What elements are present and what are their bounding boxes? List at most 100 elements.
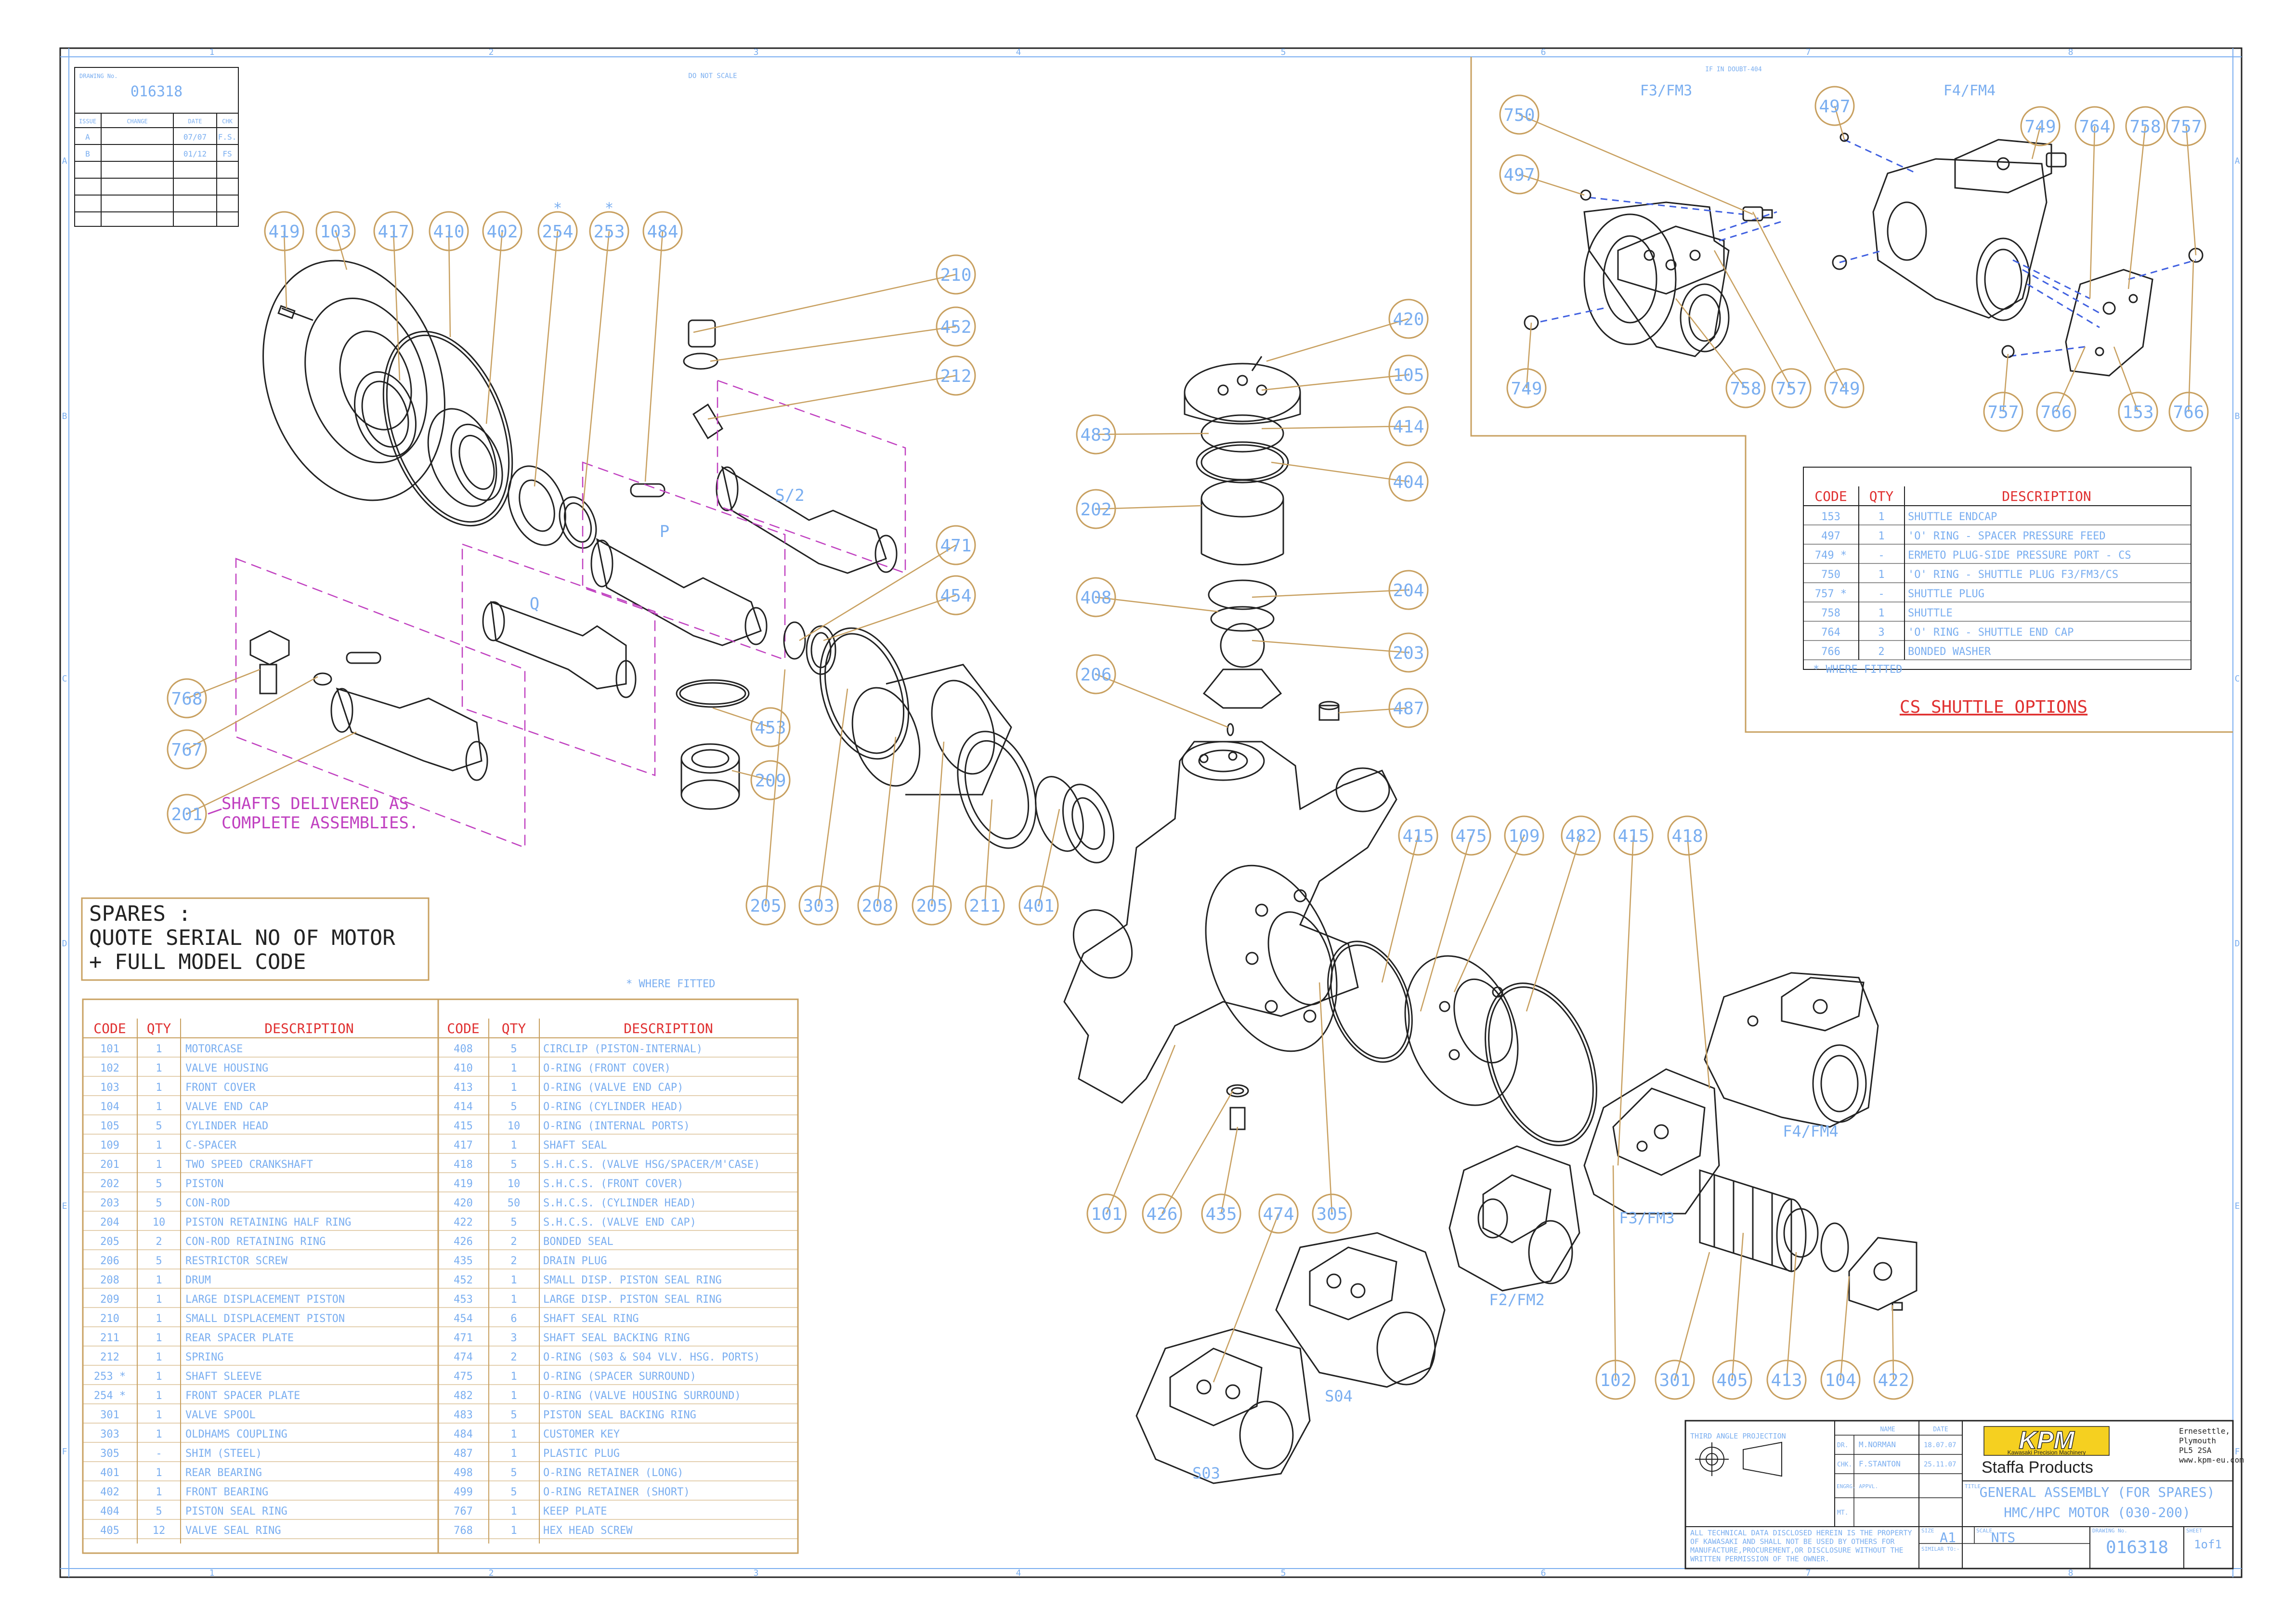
similar-label: SIMILAR TO:-: [1921, 1546, 1959, 1552]
issue-header-0: ISSUE: [79, 118, 96, 125]
balloon-leader: [1252, 640, 1409, 654]
cs-description: 'O' RING - SPACER PRESSURE FEED: [1908, 530, 2106, 542]
balloon-number-109: 109: [1508, 826, 1539, 846]
border-col-bottom-5: 5: [1281, 1568, 1286, 1578]
balloon-number-497: 497: [1819, 97, 1850, 117]
item-balloon: [936, 306, 976, 347]
checked-by: F.STANTON: [1859, 1459, 1901, 1468]
balloon-leader: [1261, 374, 1409, 391]
balloon-number-454: 454: [940, 586, 971, 606]
parts-qty: 5: [156, 1178, 162, 1190]
inset-f4-dash-leads: [1839, 139, 2196, 357]
parts-qty: 1: [156, 1332, 162, 1344]
f2-valve-housing-view: [1448, 1145, 1580, 1292]
cs-description: 'O' RING - SHUTTLE END CAP: [1908, 627, 2074, 639]
balloon-leader: [1213, 1213, 1279, 1383]
parts-qty: 1: [156, 1274, 162, 1286]
inset-f3-housing: [1583, 201, 1730, 357]
parts-code: 499: [454, 1486, 473, 1498]
item-balloon: [1499, 154, 1539, 195]
parts-qty: 1: [156, 1371, 162, 1383]
cs-qty: -: [1878, 588, 1884, 600]
balloon-number-487: 487: [1393, 699, 1424, 719]
border-col-bottom-4: 4: [1016, 1568, 1021, 1578]
cs-code: 749 *: [1815, 549, 1847, 562]
parts-description: TWO SPEED CRANKSHAFT: [185, 1159, 313, 1171]
parts-code: 404: [100, 1505, 119, 1517]
balloon-number-405: 405: [1716, 1371, 1748, 1390]
border-row-F: F: [62, 1447, 67, 1457]
parts-description: PISTON: [185, 1178, 223, 1190]
balloon-number-408: 408: [1080, 588, 1111, 608]
scale-value: NTS: [1991, 1530, 2016, 1545]
item-balloon: [1667, 815, 1708, 856]
shaft-label-p: P: [660, 522, 669, 541]
parts-description: O-RING (SPACER SURROUND): [543, 1371, 696, 1383]
parts-qty: 1: [510, 1505, 517, 1517]
item-balloon: [1142, 1193, 1182, 1234]
item-balloon: [936, 575, 976, 615]
balloon-leader: [392, 231, 401, 381]
cs-qty: 1: [1878, 569, 1884, 581]
parts-code: 405: [100, 1525, 119, 1537]
screw-419: [277, 305, 313, 321]
parts-code: 105: [100, 1120, 119, 1132]
item-balloon: [1766, 1360, 1807, 1400]
balloon-number-410: 410: [433, 222, 464, 242]
drawn-date: 18.07.07: [1924, 1441, 1956, 1449]
size-value: A1: [1940, 1530, 1956, 1545]
item-balloon: [264, 211, 304, 251]
parts-description: OLDHAMS COUPLING: [185, 1428, 287, 1440]
parts-code: 498: [454, 1467, 473, 1479]
cs-code: 153: [1821, 511, 1840, 523]
parts-code: 452: [454, 1274, 473, 1286]
border-row-A: A: [62, 156, 67, 166]
cs-code: 750: [1821, 569, 1840, 581]
item-balloon: [482, 211, 522, 251]
balloon-leader: [1752, 211, 1845, 389]
parts-code: 419: [454, 1178, 473, 1190]
balloon-leader: [1420, 835, 1472, 1012]
balloon-leader: [765, 669, 786, 906]
shaft-p-part: [590, 483, 768, 646]
parts-description: SMALL DISP. PISTON SEAL RING: [543, 1274, 722, 1286]
balloon-number-758: 758: [2129, 117, 2161, 137]
balloon-leader: [1038, 809, 1060, 906]
balloon-leader: [534, 231, 559, 487]
parts-header-3: CODE: [447, 1020, 479, 1036]
parts-code: 426: [454, 1236, 473, 1248]
spares-note-box: [81, 897, 430, 981]
parts-description: VALVE HOUSING: [185, 1062, 268, 1074]
parts-qty: 1: [510, 1294, 517, 1306]
balloon-number-202: 202: [1080, 500, 1111, 520]
parts-code: 474: [454, 1351, 473, 1363]
parts-description: C-SPACER: [185, 1139, 237, 1151]
parts-code: 401: [100, 1467, 119, 1479]
balloon-number-497: 497: [1503, 165, 1535, 185]
f3-valve-housing-view: [1583, 1068, 1720, 1215]
parts-description: DRAIN PLUG: [543, 1255, 607, 1267]
parts-qty: 5: [156, 1255, 162, 1267]
parts-code: 303: [100, 1428, 119, 1440]
item-balloon: [1824, 368, 1865, 408]
view-label-s03: S03: [1192, 1464, 1220, 1482]
balloon-number-101: 101: [1091, 1204, 1122, 1224]
parts-qty: 1: [156, 1390, 162, 1402]
parts-header-1: QTY: [147, 1020, 171, 1036]
border-col-bottom-7: 7: [1806, 1568, 1811, 1578]
border-row-D: D: [62, 939, 67, 949]
main-where-fitted: * WHERE FITTED: [626, 978, 715, 990]
parts-code: 422: [454, 1216, 473, 1229]
balloon-number-484: 484: [647, 222, 678, 242]
parts-code: 206: [100, 1255, 119, 1267]
inset-f4-endcap: [2065, 269, 2153, 377]
balloon-number-105: 105: [1393, 366, 1424, 385]
o-ring-482: [1485, 982, 1597, 1146]
balloon-number-475: 475: [1455, 826, 1487, 846]
parts-description: SHAFT SEAL RING: [543, 1313, 639, 1325]
issue-cell-1-2: 01/12: [183, 149, 207, 158]
balloon-leader: [693, 274, 956, 333]
